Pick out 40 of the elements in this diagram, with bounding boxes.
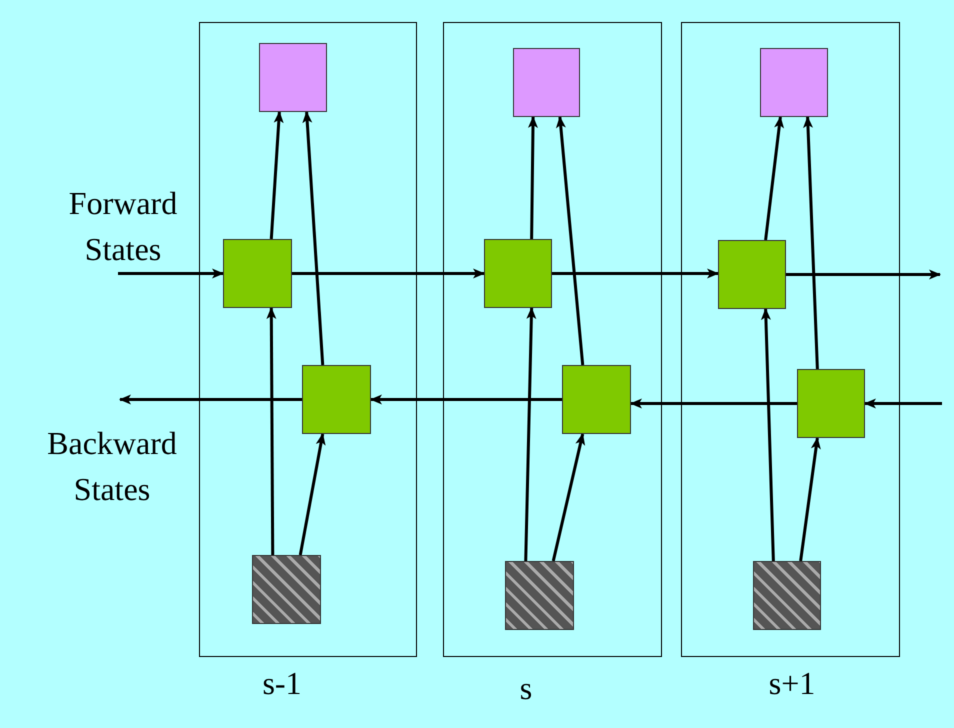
arrow [552, 268, 719, 278]
input-box [752, 560, 820, 630]
step-label: s+1 [768, 665, 816, 702]
arrow [118, 268, 224, 278]
arrow [552, 433, 586, 562]
output-box [512, 48, 580, 116]
row-label: Backward States [46, 424, 178, 510]
arrow [302, 111, 324, 366]
arrow [119, 394, 302, 404]
output-box [258, 42, 326, 112]
arrow [298, 433, 326, 556]
state-box [222, 238, 292, 308]
state-box [562, 364, 630, 434]
time-step-frame [681, 22, 900, 657]
arrow [760, 308, 775, 562]
arrow [556, 116, 584, 366]
state-box [718, 240, 786, 308]
arrow [630, 398, 797, 408]
time-step-frame [199, 22, 417, 657]
arrow [524, 307, 536, 562]
arrow [799, 437, 821, 562]
input-box [252, 554, 320, 624]
state-box [796, 368, 864, 438]
state-box [302, 364, 370, 434]
time-step-frame [443, 22, 662, 657]
step-label: s-1 [261, 665, 303, 702]
output-box [760, 48, 828, 116]
arrow [786, 270, 941, 280]
arrow [803, 116, 819, 370]
arrow [370, 394, 562, 404]
arrow [292, 268, 485, 278]
arrow [764, 116, 784, 240]
arrow [270, 111, 284, 240]
arrow [528, 116, 538, 240]
step-label: s [518, 670, 534, 707]
row-label: Forward States [68, 184, 178, 270]
arrow [266, 307, 276, 555]
input-box [504, 560, 574, 630]
state-box [484, 238, 552, 308]
arrow [864, 398, 942, 408]
